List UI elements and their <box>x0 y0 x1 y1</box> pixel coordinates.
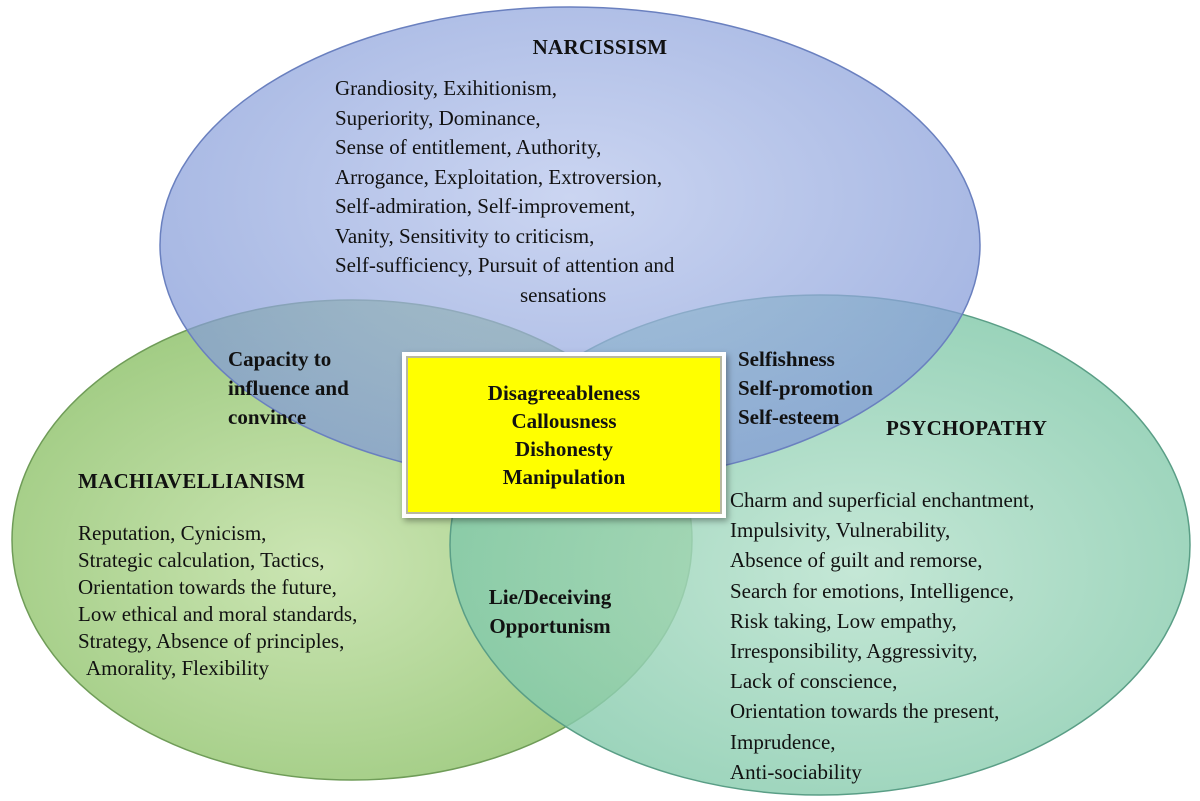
trait-line: Low ethical and moral standards, <box>78 602 358 626</box>
trait-line: Grandiosity, Exihitionism, <box>335 76 558 100</box>
trait-line: Anti-sociability <box>730 759 862 784</box>
trait-line: Arrogance, Exploitation, Extroversion, <box>335 164 663 189</box>
trait-line: Lie/Deceiving <box>488 585 612 609</box>
trait-line: Lack of conscience, <box>730 669 898 694</box>
trait-line: Self-promotion <box>738 376 873 400</box>
trait-line: Impulsivity, Vulnerability, <box>730 518 951 543</box>
trait-line: Reputation, Cynicism, <box>78 521 267 545</box>
trait-line: Irresponsibility, Aggressivity, <box>730 639 978 664</box>
trait-line: Disagreeableness <box>487 381 641 405</box>
machiavellianism-title: MACHIAVELLIANISM <box>78 469 306 493</box>
trait-line: Self-esteem <box>738 405 840 429</box>
trait-line: Manipulation <box>502 465 626 489</box>
overlap-narcissism-machiavellianism: Capacity to influence and convince <box>228 345 349 432</box>
trait-line: sensations <box>520 282 607 307</box>
trait-line: Sense of entitlement, Authority, <box>335 135 602 159</box>
trait-line: Callousness <box>511 409 617 433</box>
machiavellianism-traits: Reputation, Cynicism, Strategic calculati… <box>78 520 357 682</box>
trait-line: Selfishness <box>738 347 835 371</box>
trait-line: Opportunism <box>489 614 611 638</box>
trait-line: Search for emotions, Intelligence, <box>730 578 1014 603</box>
trait-line: Capacity to <box>228 347 332 371</box>
narcissism-title: NARCISSISM <box>532 35 668 59</box>
trait-line: influence and <box>228 376 349 400</box>
trait-line: Charm and superficial enchantment, <box>730 488 1035 512</box>
trait-line: Strategy, Absence of principles, <box>78 629 345 653</box>
trait-line: Strategic calculation, Tactics, <box>78 548 325 572</box>
trait-line: Dishonesty <box>514 437 614 461</box>
trait-line: Imprudence, <box>730 729 836 754</box>
trait-line: Risk taking, Low empathy, <box>730 608 957 633</box>
trait-line: Amorality, Flexibility <box>86 656 269 680</box>
trait-line: Self-sufficiency, Pursuit of attention a… <box>335 253 675 277</box>
trait-line: Orientation towards the future, <box>78 575 337 599</box>
trait-line: Self-admiration, Self-improvement, <box>335 194 636 218</box>
psychopathy-traits: Charm and superficial enchantment, Impuls… <box>730 485 1034 787</box>
trait-line: convince <box>228 405 307 429</box>
narcissism-traits: Grandiosity, Exihitionism, Superiority, D… <box>335 74 795 310</box>
trait-line: Superiority, Dominance, <box>335 105 541 130</box>
trait-line: Vanity, Sensitivity to criticism, <box>335 223 595 248</box>
psychopathy-title: PSYCHOPATHY <box>886 416 1048 440</box>
trait-line: Orientation towards the present, <box>730 699 1000 724</box>
trait-line: Absence of guilt and remorse, <box>730 548 983 573</box>
